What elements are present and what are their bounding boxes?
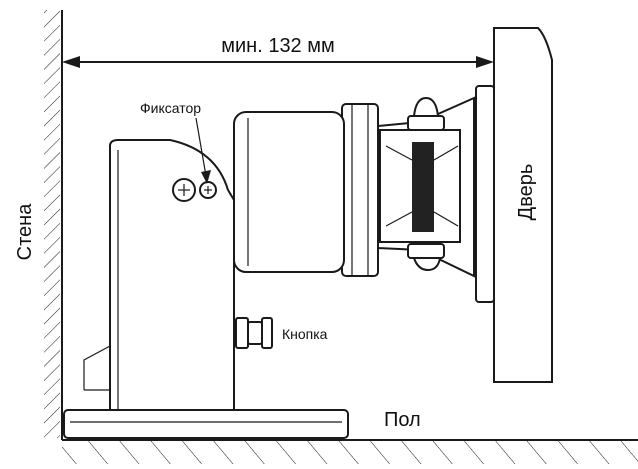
dimension-label: мин. 132 мм bbox=[221, 35, 335, 57]
latch-pointer-arrowhead bbox=[201, 170, 211, 184]
door-catch bbox=[377, 85, 495, 303]
button-stem bbox=[247, 321, 263, 345]
catch-line-4 bbox=[433, 211, 459, 227]
door-label: Дверь bbox=[515, 164, 537, 221]
arrow-left-icon bbox=[62, 56, 80, 68]
catch-bottom-cap bbox=[412, 257, 442, 272]
floor-label: Пол bbox=[384, 409, 421, 431]
stand-base bbox=[63, 409, 349, 439]
latch-label: Фиксатор bbox=[140, 100, 201, 116]
button-collar bbox=[235, 317, 249, 349]
rubber-band bbox=[412, 142, 434, 232]
catch-bottom-nut bbox=[407, 243, 445, 259]
door-catch-plate bbox=[475, 85, 495, 303]
magnet-housing bbox=[233, 111, 345, 273]
magnet-ring-band bbox=[351, 103, 369, 277]
button-label: Кнопка bbox=[282, 326, 328, 342]
magnet-cylinder bbox=[233, 103, 379, 277]
screw-head-icon bbox=[172, 178, 196, 202]
catch-top-cap bbox=[412, 96, 440, 117]
stand-body bbox=[109, 139, 235, 411]
door bbox=[493, 27, 553, 383]
door-panel bbox=[493, 27, 553, 383]
catch-line-1 bbox=[385, 145, 413, 161]
release-button bbox=[261, 317, 273, 349]
catch-line-2 bbox=[385, 211, 413, 227]
catch-line-3 bbox=[433, 145, 459, 161]
wall bbox=[44, 10, 63, 440]
catch-top-nut bbox=[407, 115, 445, 131]
dimension-line bbox=[62, 56, 494, 68]
arrow-right-icon bbox=[476, 56, 494, 68]
stand-side-rib bbox=[83, 345, 111, 390]
screw-head-small-icon bbox=[199, 181, 217, 199]
magnet-face-ring bbox=[341, 103, 379, 277]
latch-pointer-line bbox=[195, 117, 207, 177]
floor bbox=[62, 439, 638, 464]
stopper-stand bbox=[63, 139, 349, 439]
floor-hatching bbox=[62, 440, 638, 464]
wall-hatching bbox=[44, 10, 60, 438]
wall-label: Стена bbox=[14, 203, 36, 261]
